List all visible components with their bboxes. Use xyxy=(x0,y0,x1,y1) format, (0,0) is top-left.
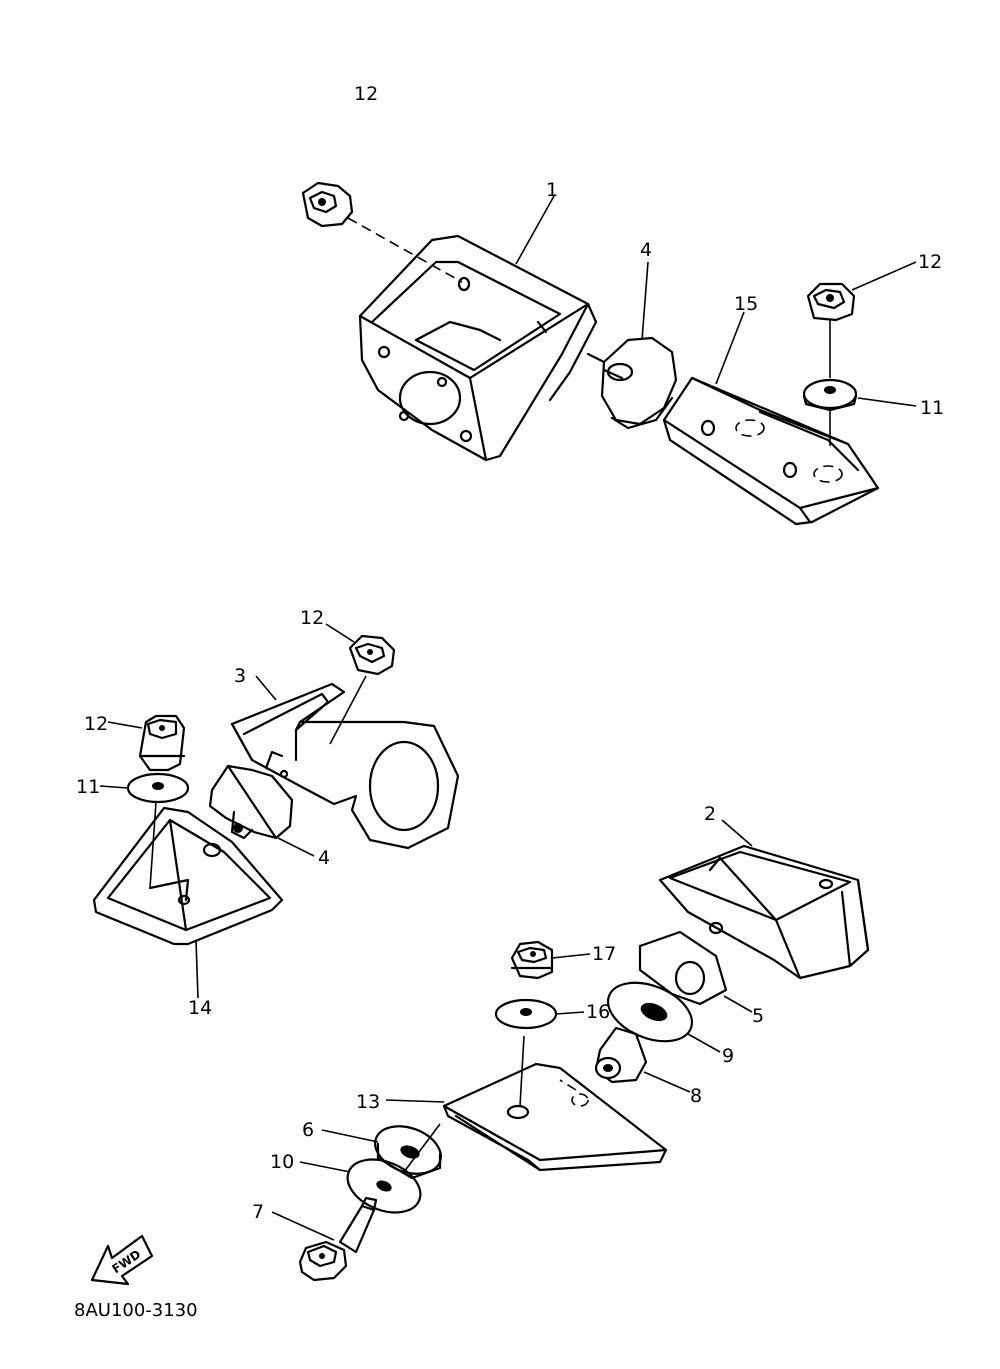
leader-1 xyxy=(515,195,555,265)
leader-12-top-right xyxy=(851,261,917,291)
part-3-bracket xyxy=(230,682,460,850)
callout-5: 5 xyxy=(752,1005,764,1027)
axis-11-to-14 xyxy=(149,801,157,889)
part-12-nut-top-right xyxy=(806,282,856,322)
part-7-bolt xyxy=(298,1196,378,1282)
part-11-washer-mid xyxy=(126,772,190,804)
part-4-mount-mid xyxy=(208,750,294,840)
leader-12-mid-upper xyxy=(325,623,355,643)
dashed-line-12-to-1 xyxy=(347,217,463,283)
part-2-box xyxy=(658,844,870,980)
callout-11-top: 11 xyxy=(920,397,944,419)
leader-16 xyxy=(555,1011,585,1015)
fwd-arrow-icon: FWD xyxy=(90,1234,154,1286)
leader-15 xyxy=(715,311,745,385)
callout-4-mid: 4 xyxy=(318,847,330,869)
part-4-mount-top xyxy=(586,336,678,430)
callout-16: 16 xyxy=(586,1001,610,1023)
part-6-spacer xyxy=(374,1125,442,1180)
leader-9 xyxy=(687,1033,721,1053)
part-10-washer xyxy=(346,1158,422,1214)
part-8-collar xyxy=(594,1026,648,1084)
part-11-washer-top xyxy=(802,378,858,412)
part-13-plate xyxy=(442,1062,668,1172)
leader-4-top xyxy=(641,261,649,341)
callout-1: 1 xyxy=(546,179,558,201)
leader-13 xyxy=(385,1099,445,1103)
part-9-washer xyxy=(606,981,694,1043)
callout-9: 9 xyxy=(722,1045,734,1067)
leader-8 xyxy=(643,1071,691,1093)
axis-12-to-3 xyxy=(329,675,367,745)
callout-11-mid: 11 xyxy=(76,776,100,798)
callout-4-top: 4 xyxy=(640,239,652,261)
part-12-nut-mid-left xyxy=(138,714,186,772)
leader-4-mid xyxy=(277,837,315,857)
callout-10: 10 xyxy=(270,1151,294,1173)
leader-17 xyxy=(551,953,591,959)
part-1-bracket xyxy=(358,234,598,462)
callout-3: 3 xyxy=(234,665,246,687)
part-15-wedge-bracket xyxy=(662,376,880,526)
part-14-wedge xyxy=(92,806,284,946)
part-16-washer xyxy=(494,998,558,1030)
leader-11-mid xyxy=(99,785,129,789)
callout-6: 6 xyxy=(302,1119,314,1141)
callout-12-mid-left: 12 xyxy=(84,713,108,735)
leader-6 xyxy=(321,1129,379,1143)
callout-14: 14 xyxy=(188,997,212,1019)
leader-5 xyxy=(723,995,753,1013)
drawing-code: 8AU100-3130 xyxy=(74,1300,198,1321)
callout-2: 2 xyxy=(704,803,716,825)
axis-10-to-13 xyxy=(403,1123,441,1173)
callout-12-mid-upper: 12 xyxy=(300,607,324,629)
leader-2 xyxy=(721,819,753,847)
leader-11-top xyxy=(857,397,917,407)
part-12-nut-mid-upper xyxy=(348,634,396,676)
callout-15: 15 xyxy=(734,293,758,315)
callout-12-top-right: 12 xyxy=(918,251,942,273)
callout-8: 8 xyxy=(690,1085,702,1107)
leader-3 xyxy=(255,675,277,701)
leader-10 xyxy=(299,1161,351,1173)
part-17-nut xyxy=(510,940,554,980)
part-5-rubber-block xyxy=(638,930,728,1006)
leader-12-mid-left xyxy=(107,721,143,729)
leader-14 xyxy=(195,939,199,999)
callout-17: 17 xyxy=(592,943,616,965)
leader-7 xyxy=(271,1211,335,1241)
callout-12-top-left: 12 xyxy=(354,83,378,105)
callout-13: 13 xyxy=(356,1091,380,1113)
part-12-nut-top-left xyxy=(301,181,354,228)
callout-7: 7 xyxy=(252,1201,264,1223)
